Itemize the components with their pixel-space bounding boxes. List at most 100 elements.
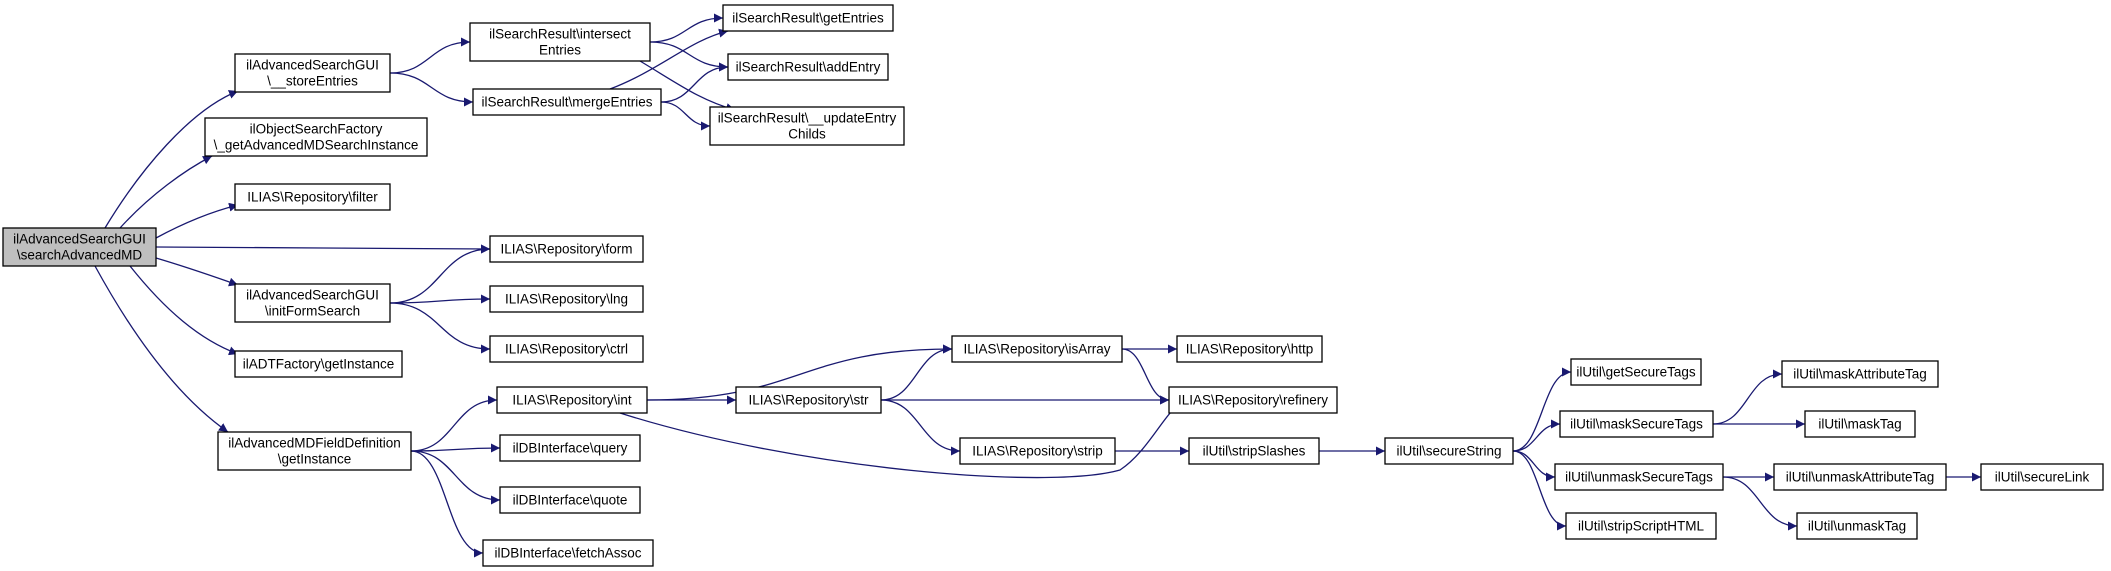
node-strip[interactable]: ILIAS\Repository\strip: [959, 437, 1116, 465]
node-box: [469, 22, 651, 62]
node-box: [1796, 512, 1918, 540]
edge-root-to-filter: [155, 202, 239, 239]
node-box: [1804, 410, 1916, 438]
node-stripslashes[interactable]: ilUtil\stripSlashes: [1188, 437, 1320, 465]
edge-securestring-to-getsecure: [1512, 367, 1572, 452]
node-box: [499, 486, 641, 514]
node-masksecure[interactable]: ilUtil\maskSecureTags: [1559, 410, 1714, 438]
node-initform[interactable]: ilAdvancedSearchGUI\initFormSearch: [234, 283, 391, 323]
node-label: ilUtil\maskTag: [1818, 417, 1901, 432]
node-unmaskattr[interactable]: ilUtil\unmaskAttributeTag: [1773, 463, 1947, 491]
node-adt[interactable]: ilADTFactory\getInstance: [234, 350, 403, 378]
node-box: [489, 285, 644, 313]
node-box: [1773, 463, 1947, 491]
edge-intersect-to-getentries: [649, 13, 724, 43]
node-label: \_getAdvancedMDSearchInstance: [214, 138, 419, 153]
node-label: ilUtil\getSecureTags: [1576, 365, 1696, 380]
node-label: \initFormSearch: [265, 304, 360, 319]
edge-masksecure-to-maskattr: [1712, 369, 1783, 425]
node-stripscript[interactable]: ilUtil\stripScriptHTML: [1565, 512, 1717, 540]
node-label: ilAdvancedSearchGUI: [13, 232, 146, 247]
node-form[interactable]: ILIAS\Repository\form: [489, 235, 644, 263]
node-label: ILIAS\Repository\strip: [972, 444, 1103, 459]
node-box: [234, 283, 391, 323]
node-int[interactable]: ILIAS\Repository\int: [496, 386, 648, 414]
node-box: [234, 53, 391, 93]
edge-mdfd-to-query: [410, 443, 501, 453]
node-str[interactable]: ILIAS\Repository\str: [735, 386, 882, 414]
edge-initform-to-lng: [389, 294, 491, 304]
node-securestring[interactable]: ilUtil\secureString: [1384, 437, 1514, 465]
node-refinery[interactable]: ILIAS\Repository\refinery: [1168, 386, 1338, 414]
edge-int-to-refinery: [619, 399, 1186, 479]
node-unmasksecure[interactable]: ilUtil\unmaskSecureTags: [1554, 463, 1724, 491]
node-quote[interactable]: ilDBInterface\quote: [499, 486, 641, 514]
edges-layer: [94, 13, 1982, 558]
node-filter[interactable]: ILIAS\Repository\filter: [234, 183, 391, 211]
node-getsecure[interactable]: ilUtil\getSecureTags: [1570, 358, 1702, 386]
node-box: [1781, 360, 1939, 388]
node-label: \__storeEntries: [267, 74, 358, 89]
node-box: [1980, 463, 2104, 491]
node-box: [951, 335, 1123, 363]
node-label: ilSearchResult\__updateEntry: [718, 111, 897, 126]
node-box: [709, 106, 905, 146]
edge-root-to-store: [104, 90, 239, 229]
node-box: [1176, 335, 1323, 363]
node-http[interactable]: ILIAS\Repository\http: [1176, 335, 1323, 363]
node-fetch[interactable]: ilDBInterface\fetchAssoc: [482, 539, 654, 567]
node-masktag[interactable]: ilUtil\maskTag: [1804, 410, 1916, 438]
edge-initform-to-form: [389, 244, 491, 304]
node-unmasktag[interactable]: ilUtil\unmaskTag: [1796, 512, 1918, 540]
node-box: [1384, 437, 1514, 465]
edge-root-to-osf: [119, 155, 213, 229]
node-getentries[interactable]: ilSearchResult\getEntries: [722, 4, 894, 32]
node-box: [489, 335, 644, 363]
edge-store-to-merge: [389, 72, 474, 107]
node-label: ilUtil\secureString: [1396, 444, 1501, 459]
node-label: ilSearchResult\getEntries: [732, 11, 884, 26]
node-label: ILIAS\Repository\str: [748, 393, 869, 408]
node-merge[interactable]: ilSearchResult\mergeEntries: [472, 88, 662, 116]
node-query[interactable]: ilDBInterface\query: [499, 434, 641, 462]
node-label: ILIAS\Repository\lng: [505, 292, 628, 307]
edge-store-to-intersect: [389, 37, 471, 74]
node-box: [496, 386, 648, 414]
node-label: ilUtil\maskSecureTags: [1570, 417, 1703, 432]
node-box: [489, 235, 644, 263]
node-label: ilSearchResult\mergeEntries: [481, 95, 652, 110]
node-label: ILIAS\Repository\isArray: [963, 342, 1110, 357]
node-ctrl[interactable]: ILIAS\Repository\ctrl: [489, 335, 644, 363]
edge-str-to-strip: [880, 399, 961, 456]
edge-mdfd-to-quote: [410, 450, 501, 505]
node-mdfd[interactable]: ilAdvancedMDFieldDefinition\getInstance: [217, 431, 412, 471]
node-isarray[interactable]: ILIAS\Repository\isArray: [951, 335, 1123, 363]
node-label: \searchAdvancedMD: [17, 248, 143, 263]
node-osf[interactable]: ilObjectSearchFactory\_getAdvancedMDSear…: [204, 117, 428, 157]
node-box: [482, 539, 654, 567]
node-root[interactable]: ilAdvancedSearchGUI\searchAdvancedMD: [2, 227, 157, 267]
node-label: ilUtil\unmaskAttributeTag: [1786, 470, 1935, 485]
node-lng[interactable]: ILIAS\Repository\lng: [489, 285, 644, 313]
node-label: ilUtil\stripScriptHTML: [1578, 519, 1705, 534]
node-label: ilAdvancedSearchGUI: [246, 288, 379, 303]
edge-mdfd-to-int: [410, 395, 498, 452]
node-securelink[interactable]: ilUtil\secureLink: [1980, 463, 2104, 491]
edge-root-to-adt: [129, 265, 239, 356]
node-addentry[interactable]: ilSearchResult\addEntry: [727, 53, 889, 81]
node-box: [1570, 358, 1702, 386]
edge-securestring-to-masksecure: [1512, 419, 1561, 452]
node-label: Childs: [788, 127, 826, 142]
node-box: [1168, 386, 1338, 414]
node-label: ilDBInterface\fetchAssoc: [494, 546, 641, 561]
edge-root-to-mdfd: [94, 265, 229, 433]
node-box: [1188, 437, 1320, 465]
node-label: ilUtil\stripSlashes: [1203, 444, 1306, 459]
node-label: ilUtil\unmaskSecureTags: [1565, 470, 1713, 485]
node-label: ilUtil\unmaskTag: [1808, 519, 1906, 534]
node-maskattr[interactable]: ilUtil\maskAttributeTag: [1781, 360, 1939, 388]
node-store[interactable]: ilAdvancedSearchGUI\__storeEntries: [234, 53, 391, 93]
edge-initform-to-ctrl: [389, 302, 491, 354]
